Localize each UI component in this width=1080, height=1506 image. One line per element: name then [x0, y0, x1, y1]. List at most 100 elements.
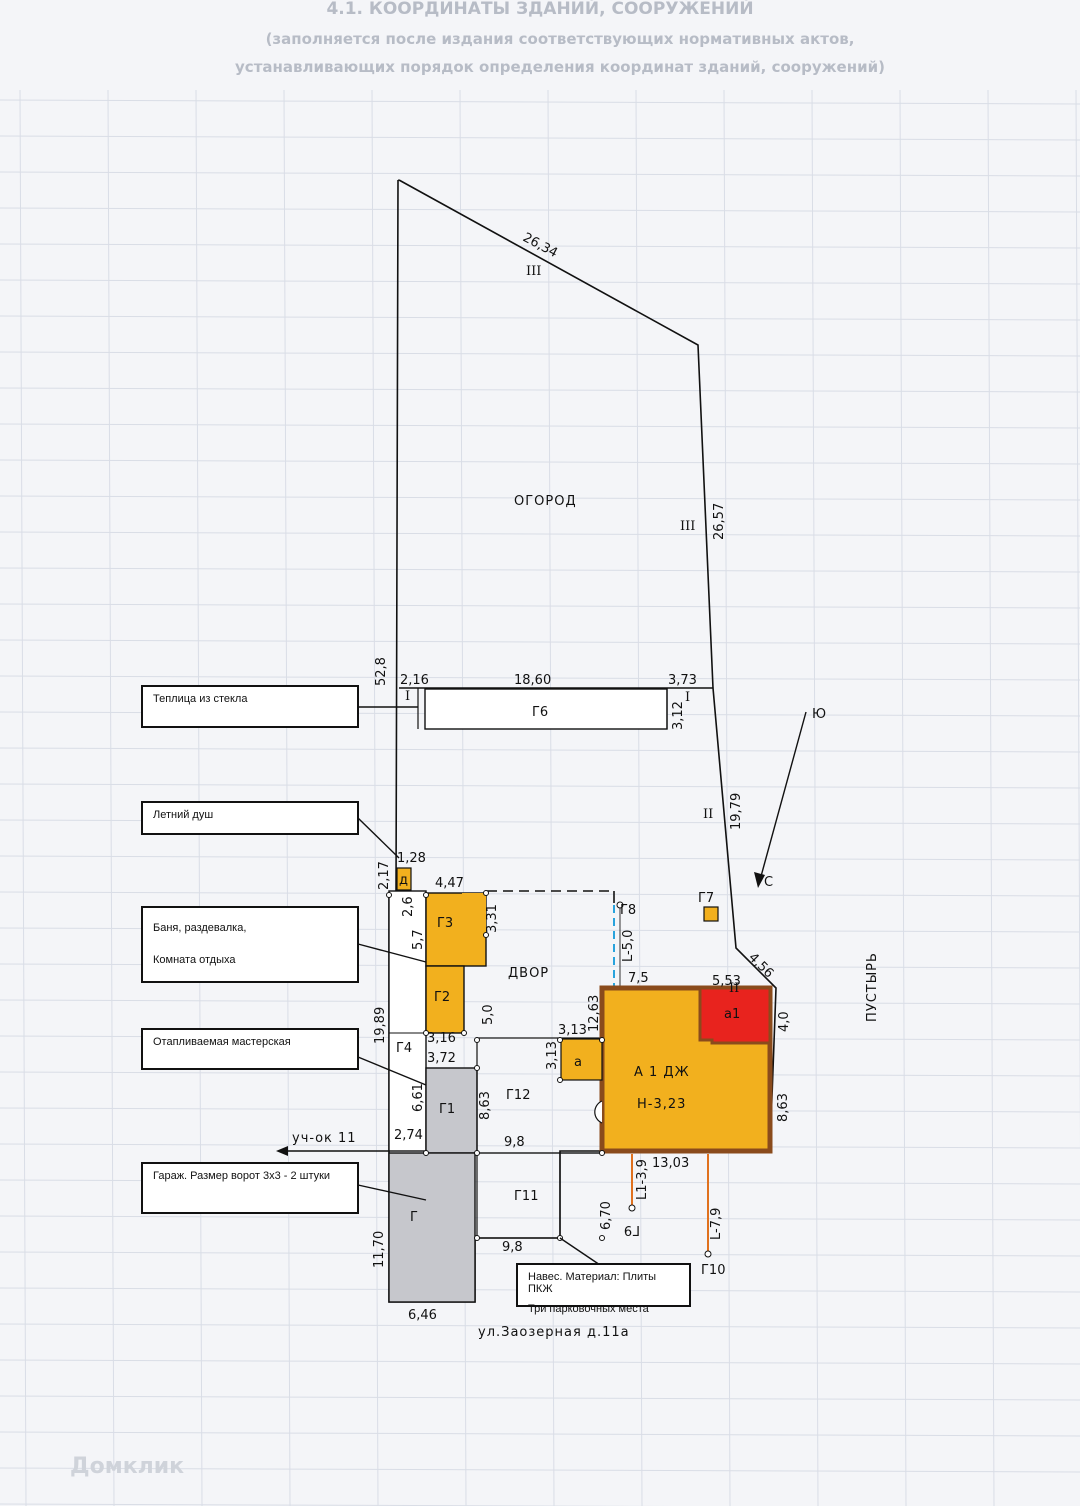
- porch-step: [594, 1100, 603, 1124]
- dim-6-61: 6,61: [411, 1083, 426, 1112]
- callout-shed: Навес. Материал: Плиты ПКЖ Три парковочн…: [516, 1263, 691, 1315]
- grid-line: [0, 1503, 676, 1506]
- label-g6: Г6: [532, 705, 548, 720]
- dim-4-0: 4,0: [777, 1011, 792, 1032]
- dim-18-60: 18,60: [514, 673, 551, 688]
- roman-i-left: I: [405, 689, 410, 704]
- building-g6: [424, 688, 668, 730]
- corner-marker: [461, 1030, 467, 1036]
- corner-marker: [483, 890, 489, 896]
- corner-marker: [599, 1235, 605, 1241]
- callout-workshop: Отапливаемая мастерская: [141, 1028, 359, 1070]
- grid-line: [0, 423, 1080, 429]
- callout-bath-text-2: Комната отдыха: [153, 954, 236, 967]
- label-g12: Г12: [506, 1088, 530, 1103]
- building-g7: [703, 906, 719, 922]
- dim-11-70: 11,70: [372, 1231, 387, 1268]
- compass-arrow-line: [759, 711, 807, 881]
- label-main-1: А 1 ДЖ: [634, 1065, 690, 1080]
- header-line-1: 4.1. КООРДИНАТЫ ЗДАНИЙ, СООРУЖЕНИЙ: [326, 0, 753, 19]
- dim-3-12: 3,12: [671, 701, 686, 730]
- label-d: д: [399, 873, 408, 888]
- dim-3-16: 3,16: [427, 1031, 456, 1046]
- dim-3-13-side: 3,13: [545, 1041, 560, 1070]
- label-neighbor: уч-ок 11: [292, 1131, 357, 1146]
- corner-marker: [557, 1077, 563, 1083]
- corner-marker: [423, 1150, 429, 1156]
- label-south: С: [764, 875, 773, 890]
- callout-greenhouse: Теплица из стекла: [141, 685, 359, 728]
- dim-5-0: 5,0: [481, 1004, 496, 1025]
- grid-line: [0, 279, 1080, 285]
- grid-line: [0, 387, 1080, 393]
- grid-line: [0, 1215, 1080, 1221]
- grid-line: [0, 171, 1080, 177]
- callout-garage: Гараж. Размер ворот 3х3 - 2 штуки: [141, 1162, 359, 1214]
- grid-line: [0, 459, 1080, 465]
- dim-26-34: 26,34: [520, 230, 560, 261]
- grid-line: [899, 89, 907, 1506]
- form-header: 4.1. КООРДИНАТЫ ЗДАНИЙ, СООРУЖЕНИЙ (запо…: [235, 0, 885, 76]
- roman-i-right: I: [685, 690, 690, 705]
- dim-6-46: 6,46: [408, 1308, 437, 1323]
- label-g9: Г9: [624, 1222, 640, 1237]
- callout-shed-text-1: Навес. Материал: Плиты ПКЖ: [528, 1271, 657, 1296]
- dim-19-79: 19,79: [729, 793, 744, 830]
- corner-marker: [557, 1037, 563, 1043]
- label-wasteland: ПУСТЫРЬ: [865, 952, 880, 1022]
- label-yard: ДВОР: [508, 966, 549, 981]
- corner-marker: [423, 892, 429, 898]
- corner-marker: [483, 932, 489, 938]
- dim-19-89: 19,89: [373, 1007, 388, 1044]
- dim-9-8-bottom: 9,8: [502, 1240, 523, 1255]
- label-g1: Г1: [439, 1102, 455, 1117]
- dim-3-73: 3,73: [668, 673, 697, 688]
- corner-marker: [599, 1150, 605, 1156]
- grid-line: [0, 1323, 1080, 1329]
- grid-line: [0, 207, 1080, 213]
- roman-iii-top: III: [526, 264, 541, 279]
- dim-5-7: 5,7: [411, 929, 426, 950]
- grid-line: [0, 1143, 1080, 1149]
- grid-line: [0, 747, 1080, 753]
- dim-52-8: 52,8: [374, 657, 389, 686]
- grid-line: [0, 1251, 1080, 1257]
- corner-marker: [599, 1037, 605, 1043]
- grid-line: [811, 89, 819, 1506]
- label-g: Г: [410, 1210, 418, 1225]
- label-g4: Г4: [396, 1041, 412, 1056]
- grid-line: [0, 1359, 1080, 1365]
- building-a-porch: [560, 1038, 603, 1081]
- watermark: Домклик: [70, 1454, 185, 1479]
- dim-8-63-right: 8,63: [776, 1093, 791, 1122]
- label-g2: Г2: [434, 990, 450, 1005]
- dim-2-17: 2,17: [377, 861, 392, 890]
- grid-line: [0, 783, 1080, 789]
- label-a: а: [574, 1055, 582, 1070]
- grid-line: [0, 1431, 1080, 1437]
- grid-line: [0, 495, 1080, 501]
- grid-line: [0, 639, 1080, 645]
- dim-3-72: 3,72: [427, 1051, 456, 1066]
- roman-iii-right: III: [680, 519, 695, 534]
- grid-line: [723, 89, 731, 1506]
- label-garden: ОГОРОД: [514, 494, 577, 509]
- grid-line: [283, 89, 291, 1506]
- label-g10: Г10: [701, 1263, 725, 1278]
- callout-bath-text-1: Баня, раздевалка,: [153, 922, 247, 934]
- dim-4-56: 4,56: [745, 950, 776, 981]
- building-a1: [698, 986, 772, 1045]
- building-g11: [476, 1152, 561, 1239]
- callout-workshop-text: Отапливаемая мастерская: [153, 1036, 291, 1048]
- building-shower: [396, 867, 412, 891]
- callout-shower: Летний душ: [141, 801, 359, 835]
- dim-l-5-0: L-5,0: [621, 930, 636, 962]
- grid-line: [0, 351, 1080, 357]
- dim-l1-3-9: L1-3,9: [635, 1159, 650, 1200]
- grid-line: [0, 1071, 1080, 1077]
- building-g-garage: [388, 1152, 476, 1303]
- dim-2-16: 2,16: [400, 673, 429, 688]
- dim-2-74: 2,74: [394, 1128, 423, 1143]
- label-street: ул.Заозерная д.11а: [478, 1325, 630, 1340]
